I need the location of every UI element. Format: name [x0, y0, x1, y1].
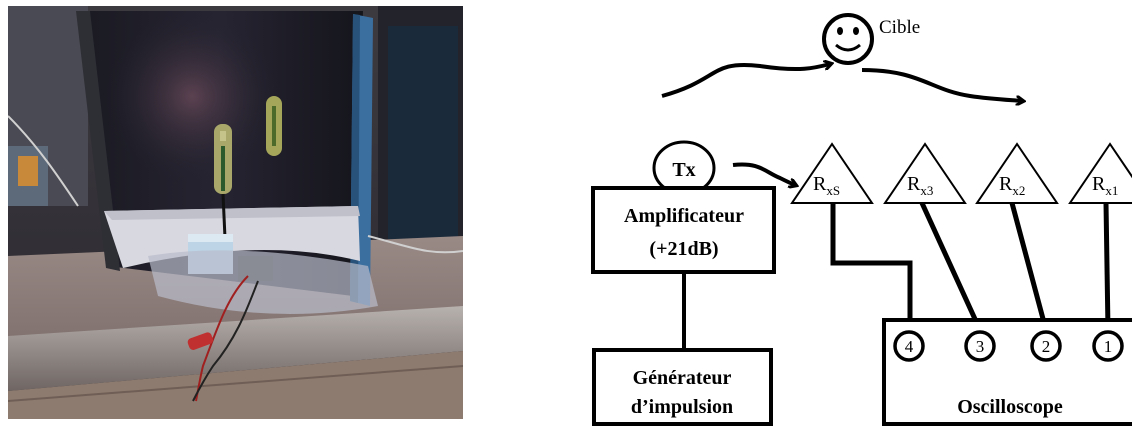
smiley-face-icon [822, 13, 874, 65]
receiver-label: Rx2 [999, 173, 1025, 198]
incident-arrow [661, 64, 830, 98]
amplifier-label-line2: (+21dB) [649, 238, 718, 260]
cable-rx1 [1103, 202, 1111, 331]
generator-label-line2: d’impulsion [631, 396, 733, 418]
receiver-rx1: Rx1 [1068, 142, 1132, 204]
amplifier-label-line1: Amplificateur [624, 205, 744, 227]
transmitter-label: Tx [672, 159, 695, 181]
setup-photo [8, 6, 463, 419]
channel-1: 1 [1092, 330, 1124, 362]
amplifier-box: Amplificateur (+21dB) [591, 186, 776, 274]
receiver-label: Rx1 [1092, 173, 1118, 198]
receiver-rxs: RxS [790, 142, 874, 204]
cable-rx3 [919, 201, 983, 332]
transmitter-node: Tx [652, 140, 716, 196]
cable-rx2 [1009, 202, 1049, 331]
direct-arrow [732, 162, 795, 185]
svg-text:1: 1 [1104, 337, 1113, 356]
channel-2: 2 [1030, 330, 1062, 362]
reflected-arrow [861, 68, 1022, 101]
target-label: Cible [879, 17, 920, 38]
oscilloscope-label: Oscilloscope [957, 396, 1063, 418]
svg-text:2: 2 [1042, 337, 1051, 356]
generator-box: Générateur d’impulsion [592, 348, 773, 426]
receiver-label: RxS [813, 173, 840, 198]
oscilloscope-box: Oscilloscope [882, 318, 1132, 426]
svg-text:3: 3 [976, 337, 985, 356]
cable-rxs [830, 203, 913, 328]
generator-label-line1: Générateur [633, 367, 732, 389]
svg-text:4: 4 [905, 337, 914, 356]
receiver-rx2: Rx2 [975, 142, 1059, 204]
receiver-label: Rx3 [907, 173, 933, 198]
channel-4: 4 [893, 330, 925, 362]
receiver-rx3: Rx3 [883, 142, 967, 204]
channel-3: 3 [964, 330, 996, 362]
